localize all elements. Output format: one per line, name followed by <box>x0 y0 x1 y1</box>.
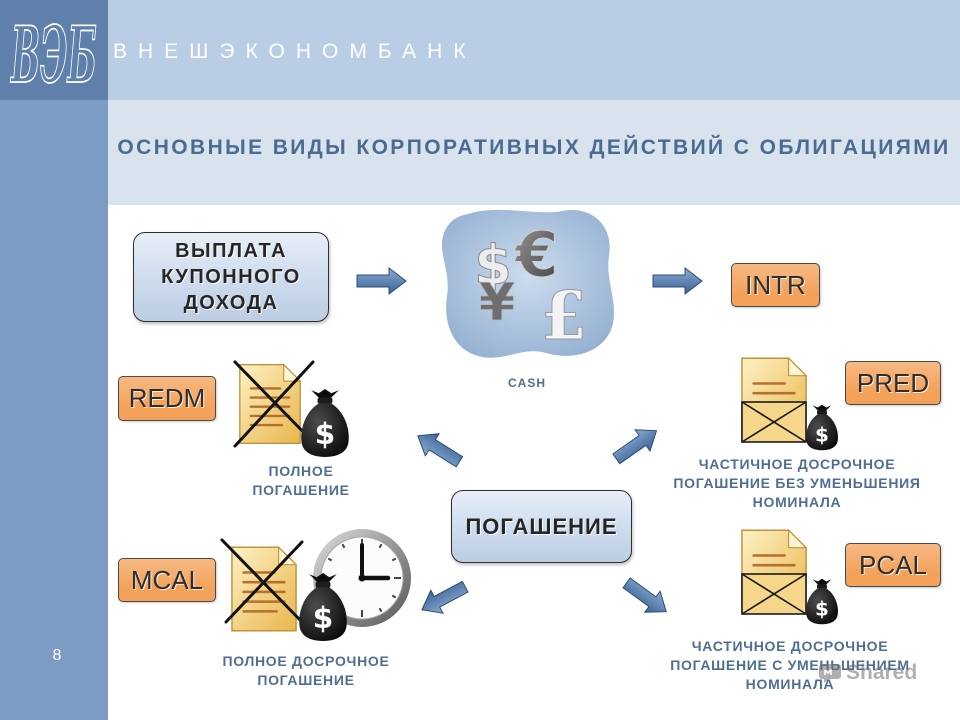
left-band <box>0 0 108 720</box>
partial-redemption-no-reduction-icon <box>740 356 838 451</box>
arrow-down-left-icon <box>415 574 472 622</box>
clock-tick <box>378 607 383 613</box>
watermark-logo-icon <box>819 664 841 683</box>
cash-label: CASH <box>507 376 546 390</box>
arrow-right-icon <box>356 267 407 295</box>
logo-block: ВЭБ <box>0 0 108 100</box>
code-pcal-badge: PCAL <box>845 543 941 587</box>
caption-line: ЧАСТИЧНОЕ ДОСРОЧНОЕ <box>691 638 889 654</box>
caption-redm: ПОЛНОЕ ПОГАШЕНИЕ <box>221 462 381 500</box>
coupon-line: КУПОННОГО <box>161 266 301 288</box>
veb-logo-icon: ВЭБ <box>9 9 98 100</box>
coupon-line: ВЫПЛАТА <box>175 240 287 262</box>
caption-line: ПОГАШЕНИЕ <box>257 672 355 688</box>
code-pred-badge: PRED <box>845 361 941 405</box>
brand-name: ВНЕШЭКОНОМБАНК <box>113 40 477 63</box>
money-bag-icon <box>806 578 838 625</box>
coupon-line: ДОХОДА <box>183 292 279 314</box>
caption-line: ПОЛНОЕ <box>268 463 334 479</box>
title-band <box>108 100 960 205</box>
envelope-cross-icon <box>741 401 807 443</box>
caption-line: ПОГАШЕНИЕ <box>252 482 350 498</box>
caption-line: ПОГАШЕНИЕ БЕЗ УМЕНЬШЕНИЯ <box>673 475 921 491</box>
cash-blob <box>442 209 614 358</box>
clock-tick <box>391 557 397 562</box>
slide-title: ОСНОВНЫЕ ВИДЫ КОРПОРАТИВНЫХ ДЕЙСТВИЙ С О… <box>117 136 951 159</box>
clock-tick <box>378 543 383 549</box>
arrow-down-right-icon <box>618 571 675 623</box>
pound-symbol: £ <box>541 277 587 355</box>
caption-pred: ЧАСТИЧНОЕ ДОСРОЧНОЕ ПОГАШЕНИЕ БЕЗ УМЕНЬШ… <box>652 455 942 512</box>
clock-tick <box>391 594 397 599</box>
logo-monogram: ВЭБ <box>10 10 97 100</box>
early-full-redemption-icon <box>220 529 411 641</box>
header-band <box>108 0 960 100</box>
caption-line: ПОЛНОЕ ДОСРОЧНОЕ <box>222 653 390 669</box>
cross-out-icon <box>233 360 315 448</box>
full-redemption-icon <box>233 360 349 457</box>
caption-line: НОМИНАЛА <box>745 676 835 692</box>
cross-out-icon <box>220 538 304 624</box>
clock-tick <box>327 557 333 562</box>
coupon-payment-box: ВЫПЛАТА КУПОННОГО ДОХОДА <box>133 232 329 322</box>
arrow-right-icon <box>652 267 703 295</box>
yen-symbol: ¥ <box>479 273 515 333</box>
clock-tick <box>341 543 346 549</box>
page-number: 8 <box>52 647 62 664</box>
arrow-up-left-icon <box>410 424 467 474</box>
watermark-text: Shared <box>846 661 918 684</box>
caption-line: ПОГАШЕНИЕ С УМЕНЬШЕНИЕМ <box>670 657 910 673</box>
caption-line: ЧАСТИЧНОЕ ДОСРОЧНОЕ <box>698 456 896 472</box>
euro-symbol: € <box>513 218 558 291</box>
dollar-symbol: $ <box>474 234 512 297</box>
partial-redemption-with-reduction-icon <box>740 528 838 625</box>
watermark: Shared <box>818 660 917 686</box>
caption-mcal: ПОЛНОЕ ДОСРОЧНОЕ ПОГАШЕНИЕ <box>196 652 416 690</box>
code-mcal-badge: MCAL <box>118 558 216 602</box>
money-bag-icon <box>806 404 838 451</box>
code-redm-badge: REDM <box>118 376 216 421</box>
code-intr-badge: INTR <box>731 263 820 307</box>
caption-pcal: ЧАСТИЧНОЕ ДОСРОЧНОЕ ПОГАШЕНИЕ С УМЕНЬШЕН… <box>645 637 935 694</box>
money-bag-icon <box>301 389 349 457</box>
redemption-label: ПОГАШЕНИЕ <box>465 513 618 539</box>
redemption-box: ПОГАШЕНИЕ <box>451 490 632 563</box>
caption-line: НОМИНАЛА <box>752 494 842 510</box>
cash-icon: $ € ¥ £ <box>442 209 614 358</box>
envelope-cross-icon <box>741 573 807 615</box>
